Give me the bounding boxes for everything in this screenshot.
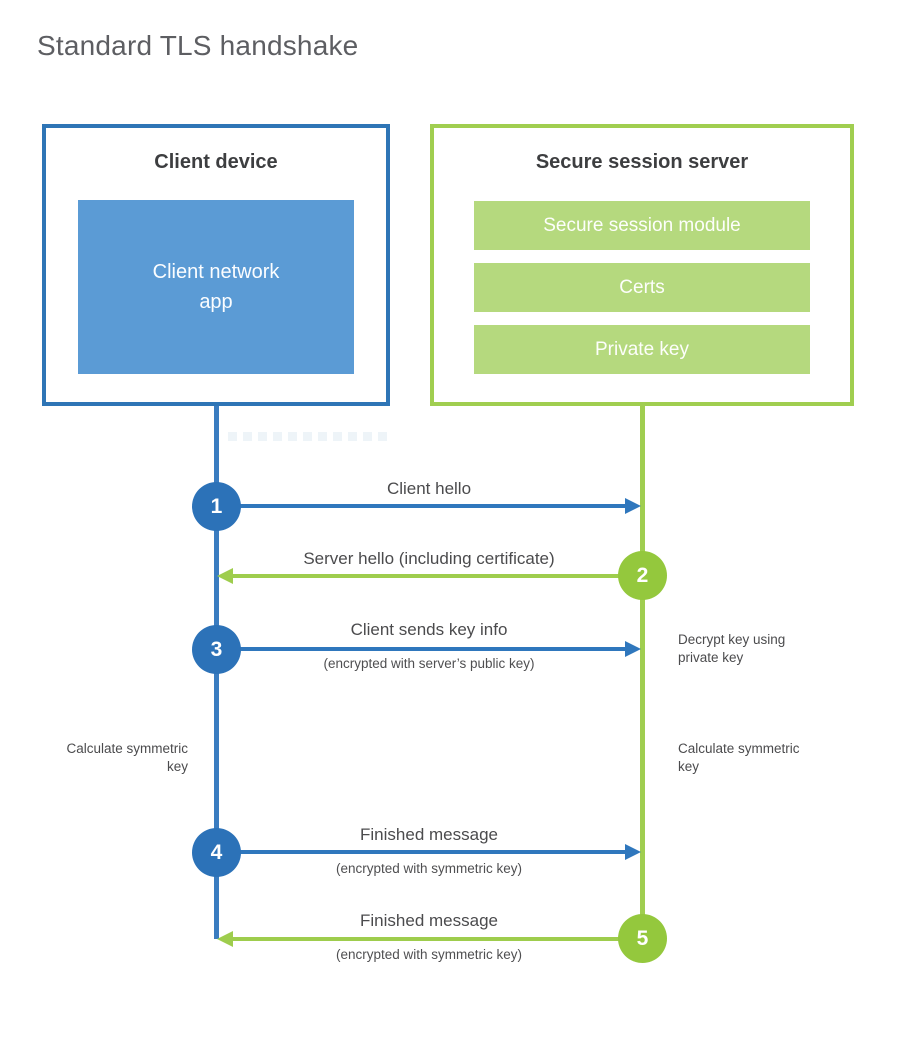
step4-arrow (216, 844, 641, 860)
server-module-certs: Certs (474, 263, 810, 312)
step1-circle: 1 (192, 482, 241, 531)
arrowhead-right-icon (625, 498, 641, 514)
step2-label: Server hello (including certificate) (303, 549, 555, 568)
note-calculate-symmetric-key-client: Calculate symmetric key (66, 741, 188, 774)
client-network-app-block: Client network app (78, 200, 354, 374)
step2-arrow (217, 568, 642, 584)
step2-circle: 2 (618, 551, 667, 600)
arrowhead-left-icon (217, 931, 233, 947)
server-heading: Secure session server (535, 151, 749, 173)
step4-sublabel: (encrypted with symmetric key) (335, 861, 523, 876)
secure-session-server-box: Secure session server Secure session mod… (430, 124, 854, 406)
step3-sublabel: (encrypted with server’s public key) (323, 656, 535, 671)
client-device-box: Client device Client network app (42, 124, 390, 406)
arrowhead-left-icon (217, 568, 233, 584)
client-network-app-label: Client network app (152, 261, 280, 313)
note-decrypt-key: Decrypt key using private key (678, 632, 786, 665)
client-device-heading: Client device (154, 151, 278, 173)
step3-label: Client sends key info (350, 620, 508, 639)
step5-label: Finished message (360, 911, 498, 930)
faint-dashed-line (228, 432, 390, 441)
arrowhead-right-icon (625, 844, 641, 860)
server-lifeline (640, 406, 645, 939)
arrowhead-right-icon (625, 641, 641, 657)
step1-arrow (216, 498, 641, 514)
step3-circle: 3 (192, 625, 241, 674)
step5-arrow (217, 931, 642, 947)
server-modules-list: Secure session module Certs Private key (474, 201, 810, 387)
step5-sublabel: (encrypted with symmetric key) (335, 947, 523, 962)
step3-arrow (216, 641, 641, 657)
step4-circle: 4 (192, 828, 241, 877)
diagram-title: Standard TLS handshake (37, 30, 359, 61)
step1-label: Client hello (386, 479, 472, 498)
step4-label: Finished message (360, 825, 498, 844)
note-calculate-symmetric-key-server: Calculate symmetric key (678, 741, 800, 774)
server-module-secure-session: Secure session module (474, 201, 810, 250)
server-module-private-key: Private key (474, 325, 810, 374)
step5-circle: 5 (618, 914, 667, 963)
